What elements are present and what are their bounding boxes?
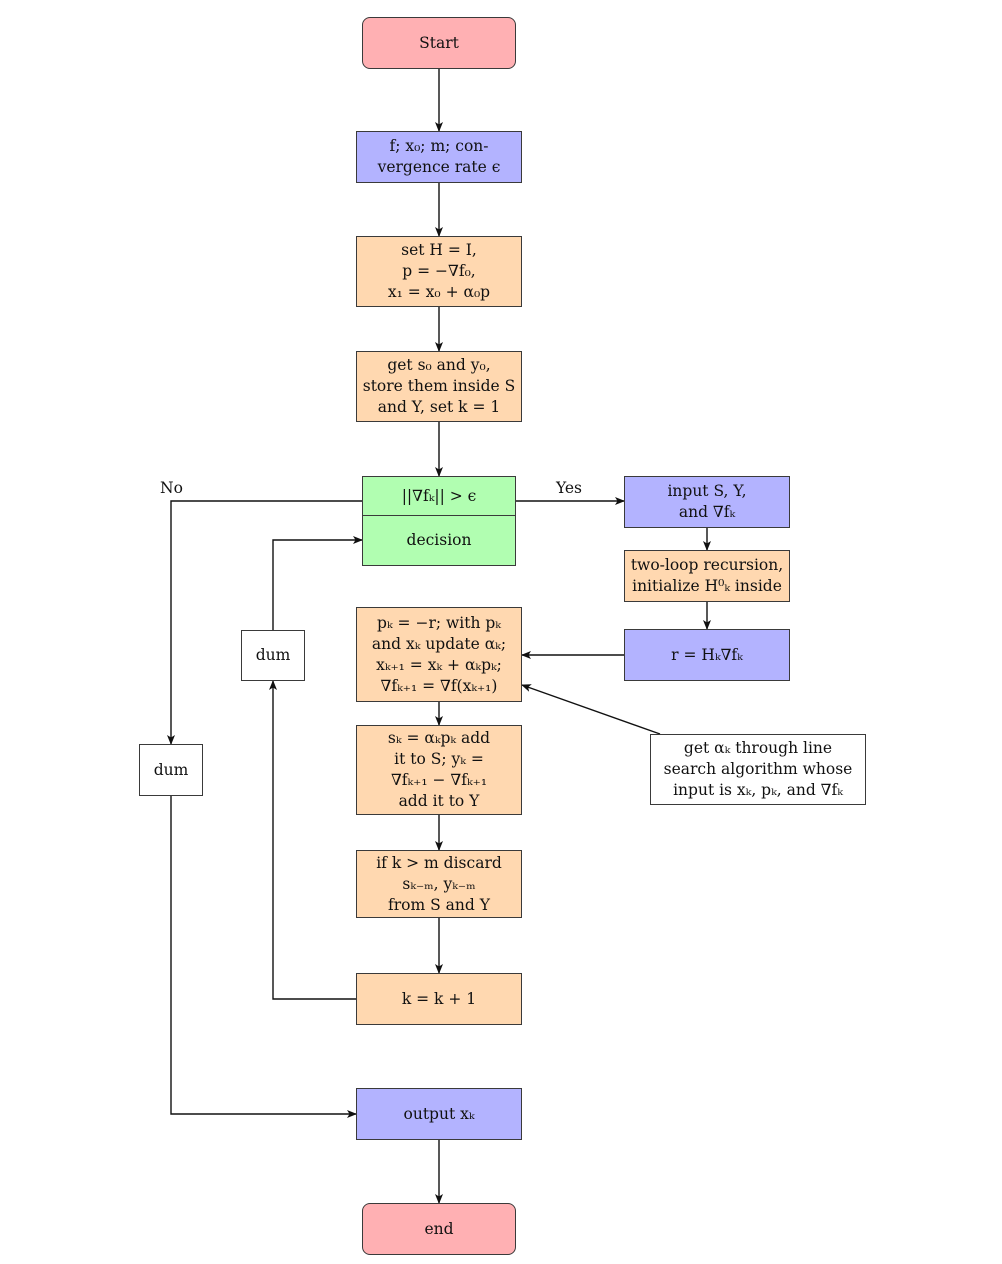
end-label: end	[424, 1219, 454, 1238]
sk-yk-line: add it to Y	[398, 792, 480, 810]
sk-yk-node: sₖ = αₖpₖ add it to S; yₖ = ∇fₖ₊₁ − ∇fₖ₊…	[356, 725, 522, 815]
update-node: pₖ = −r; with pₖ and xₖ update αₖ; xₖ₊₁ …	[356, 607, 522, 702]
arrow-line-search-to-update	[521, 684, 661, 735]
increment-label: k = k + 1	[401, 989, 477, 1008]
decision-label-cell: decision	[363, 515, 515, 565]
input-sy-line: and ∇fₖ	[678, 503, 736, 521]
edge-label-no: No	[160, 479, 183, 497]
init-line: x₁ = x₀ + α₀p	[387, 283, 491, 301]
two-loop-line: initialize H⁰ₖ inside	[632, 577, 782, 595]
store-line: store them inside S	[362, 377, 516, 395]
arrow-dum-left-to-output	[170, 796, 357, 1118]
inputs-line: vergence rate ϵ	[377, 158, 501, 176]
discard-line: from S and Y	[388, 895, 490, 914]
line-search-line: input is xₖ, pₖ, and ∇fₖ	[673, 781, 843, 799]
store-line: and Y, set k = 1	[377, 398, 501, 416]
store-line: get s₀ and y₀,	[387, 356, 491, 374]
dum-inner-node: dum	[241, 630, 305, 681]
sk-yk-line: it to S; yₖ =	[394, 750, 484, 768]
dum-inner-label: dum	[255, 646, 291, 664]
inputs-node: f; x₀; m; con- vergence rate ϵ	[356, 131, 522, 183]
line-search-line: search algorithm whose	[663, 760, 853, 778]
output-node: output xₖ	[356, 1088, 522, 1140]
discard-node: if k > m discard sₖ₋ₘ, yₖ₋ₘ from S and Y	[356, 850, 522, 918]
arrow-increment-to-dum-inner	[269, 680, 356, 1000]
r-calc-node: r = Hₖ∇fₖ	[624, 629, 790, 681]
end-node: end	[362, 1203, 516, 1255]
discard-line: sₖ₋ₘ, yₖ₋ₘ	[402, 874, 476, 893]
dum-left-node: dum	[139, 744, 203, 796]
update-line: and xₖ update αₖ;	[371, 634, 507, 653]
start-node: Start	[362, 17, 516, 69]
store-node: get s₀ and y₀, store them inside S and Y…	[356, 351, 522, 422]
decision-label: decision	[406, 530, 472, 549]
output-label: output xₖ	[403, 1104, 475, 1123]
r-calc-label: r = Hₖ∇fₖ	[671, 645, 743, 664]
increment-node: k = k + 1	[356, 973, 522, 1025]
sk-yk-line: ∇fₖ₊₁ − ∇fₖ₊₁	[390, 771, 488, 789]
line-search-line: get αₖ through line	[683, 739, 833, 757]
update-line: ∇fₖ₊₁ = ∇f(xₖ₊₁)	[380, 676, 498, 695]
update-line: xₖ₊₁ = xₖ + αₖpₖ;	[376, 655, 502, 674]
two-loop-line: two-loop recursion,	[630, 556, 784, 574]
init-line: p = −∇f₀,	[402, 262, 476, 280]
decision-condition-cell: ||∇fₖ|| > ϵ	[363, 477, 515, 516]
sk-yk-line: sₖ = αₖpₖ add	[387, 729, 491, 747]
init-node: set H = I, p = −∇f₀, x₁ = x₀ + α₀p	[356, 236, 522, 307]
arrow-dum-inner-to-decision	[272, 536, 363, 630]
arrow-no-to-dum-left	[167, 500, 362, 745]
decision-condition: ||∇fₖ|| > ϵ	[401, 486, 477, 505]
line-search-node: get αₖ through line search algorithm who…	[650, 734, 866, 805]
edge-label-yes: Yes	[556, 479, 583, 497]
start-label: Start	[419, 33, 459, 52]
dum-left-label: dum	[153, 760, 189, 779]
init-line: set H = I,	[401, 241, 477, 259]
input-sy-node: input S, Y, and ∇fₖ	[624, 476, 790, 528]
input-sy-line: input S, Y,	[667, 482, 747, 500]
inputs-line: f; x₀; m; con-	[389, 137, 489, 155]
decision-node: ||∇fₖ|| > ϵ decision	[362, 476, 516, 566]
two-loop-node: two-loop recursion, initialize H⁰ₖ insid…	[624, 550, 790, 602]
update-line: pₖ = −r; with pₖ	[377, 613, 501, 632]
discard-line: if k > m discard	[376, 853, 502, 872]
